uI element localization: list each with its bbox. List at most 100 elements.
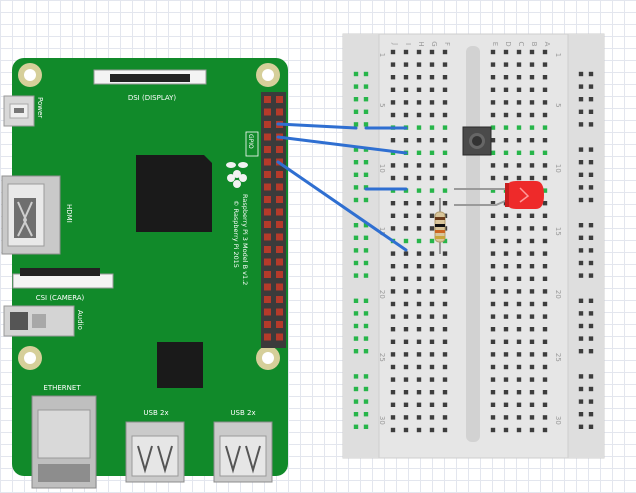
breadboard-hole <box>390 188 396 193</box>
breadboard-hole <box>403 201 409 206</box>
board-copyright-label: © Raspberry Pi 2015 <box>232 200 240 268</box>
breadboard-hole <box>542 175 548 181</box>
breadboard-hole <box>353 172 359 177</box>
breadboard-hole <box>363 147 369 152</box>
breadboard-hole <box>516 427 522 433</box>
audio-jack <box>3 305 75 337</box>
breadboard-hole <box>353 260 359 266</box>
breadboard-hole <box>516 213 522 218</box>
gpio-pin <box>276 221 283 228</box>
breadboard-hole <box>516 150 522 155</box>
breadboard-hole <box>529 251 535 256</box>
breadboard-hole <box>503 390 509 395</box>
breadboard-hole <box>442 251 448 256</box>
breadboard-hole <box>429 314 435 319</box>
breadboard-hole <box>578 84 584 89</box>
breadboard-hole <box>588 185 594 190</box>
breadboard-hole <box>429 377 435 382</box>
breadboard-hole <box>588 147 594 152</box>
raspberry-pi-board: DSI (DISPLAY) Power HDMI <box>1 58 288 489</box>
gpio-pin <box>264 208 271 216</box>
breadboard-hole <box>353 311 359 316</box>
breadboard-column-letter: A <box>543 42 551 47</box>
breadboard-hole <box>490 112 496 118</box>
breadboard-hole <box>390 112 396 118</box>
breadboard-hole <box>578 71 584 77</box>
breadboard-hole <box>588 273 594 278</box>
breadboard-hole <box>403 62 409 67</box>
breadboard-hole <box>588 160 594 165</box>
breadboard-hole <box>578 109 584 114</box>
breadboard-hole <box>529 163 535 168</box>
breadboard-hole <box>503 377 509 382</box>
gpio-pins <box>264 96 283 341</box>
breadboard-hole <box>416 390 422 395</box>
breadboard-hole <box>442 138 448 143</box>
breadboard-hole <box>503 339 509 344</box>
breadboard-hole <box>353 197 359 203</box>
breadboard-hole <box>588 260 594 266</box>
breadboard-hole <box>416 415 422 420</box>
wire-1 <box>276 122 358 130</box>
breadboard-hole <box>442 125 448 130</box>
gpio-pin <box>276 208 283 216</box>
breadboard-hole <box>503 289 509 294</box>
breadboard-hole <box>588 424 594 429</box>
breadboard-hole <box>529 138 535 143</box>
breadboard-hole <box>353 147 359 152</box>
breadboard-hole <box>442 112 448 118</box>
breadboard-hole <box>390 251 396 256</box>
breadboard-hole <box>429 112 435 118</box>
breadboard-hole <box>503 364 509 370</box>
gpio-pin <box>276 146 283 153</box>
breadboard-hole <box>390 100 396 105</box>
breadboard-hole <box>442 62 448 67</box>
breadboard-hole <box>542 49 548 55</box>
breadboard-row-number: 25 <box>554 353 562 362</box>
breadboard-hole <box>353 122 359 127</box>
breadboard-hole <box>490 188 496 193</box>
breadboard-hole <box>353 160 359 165</box>
breadboard-hole <box>390 339 396 344</box>
breadboard-hole <box>442 402 448 407</box>
breadboard-hole <box>516 289 522 294</box>
ethernet-port <box>31 395 97 489</box>
breadboard-hole <box>503 150 509 155</box>
breadboard-hole <box>403 213 409 218</box>
breadboard-hole <box>490 226 496 231</box>
breadboard-hole <box>503 100 509 105</box>
gpio-pin <box>264 108 271 116</box>
breadboard-hole <box>588 84 594 89</box>
breadboard-hole <box>516 87 522 92</box>
breadboard-hole <box>516 100 522 105</box>
breadboard-hole <box>516 62 522 67</box>
gpio-pin <box>276 108 283 116</box>
breadboard-hole <box>363 172 369 177</box>
breadboard-hole <box>442 390 448 395</box>
breadboard-column-letter: G <box>430 41 438 46</box>
breadboard-hole <box>529 314 535 319</box>
breadboard-hole <box>503 264 509 269</box>
breadboard-hole <box>429 87 435 92</box>
breadboard-hole <box>442 100 448 105</box>
breadboard-hole <box>516 339 522 344</box>
breadboard-hole <box>363 273 369 278</box>
push-button <box>462 126 492 156</box>
gpio-pin <box>264 146 271 153</box>
breadboard-hole <box>588 374 594 379</box>
breadboard-hole <box>503 87 509 92</box>
breadboard-hole <box>578 235 584 240</box>
breadboard-hole <box>578 248 584 253</box>
breadboard-hole <box>403 339 409 344</box>
breadboard-hole <box>390 390 396 395</box>
breadboard-hole <box>588 223 594 228</box>
breadboard-hole <box>578 260 584 266</box>
breadboard-hole <box>490 100 496 105</box>
breadboard-hole <box>403 87 409 92</box>
breadboard-hole <box>542 314 548 319</box>
gpio-pin <box>264 233 271 241</box>
breadboard-hole <box>490 390 496 395</box>
breadboard-hole <box>490 327 496 332</box>
breadboard-hole <box>503 251 509 256</box>
